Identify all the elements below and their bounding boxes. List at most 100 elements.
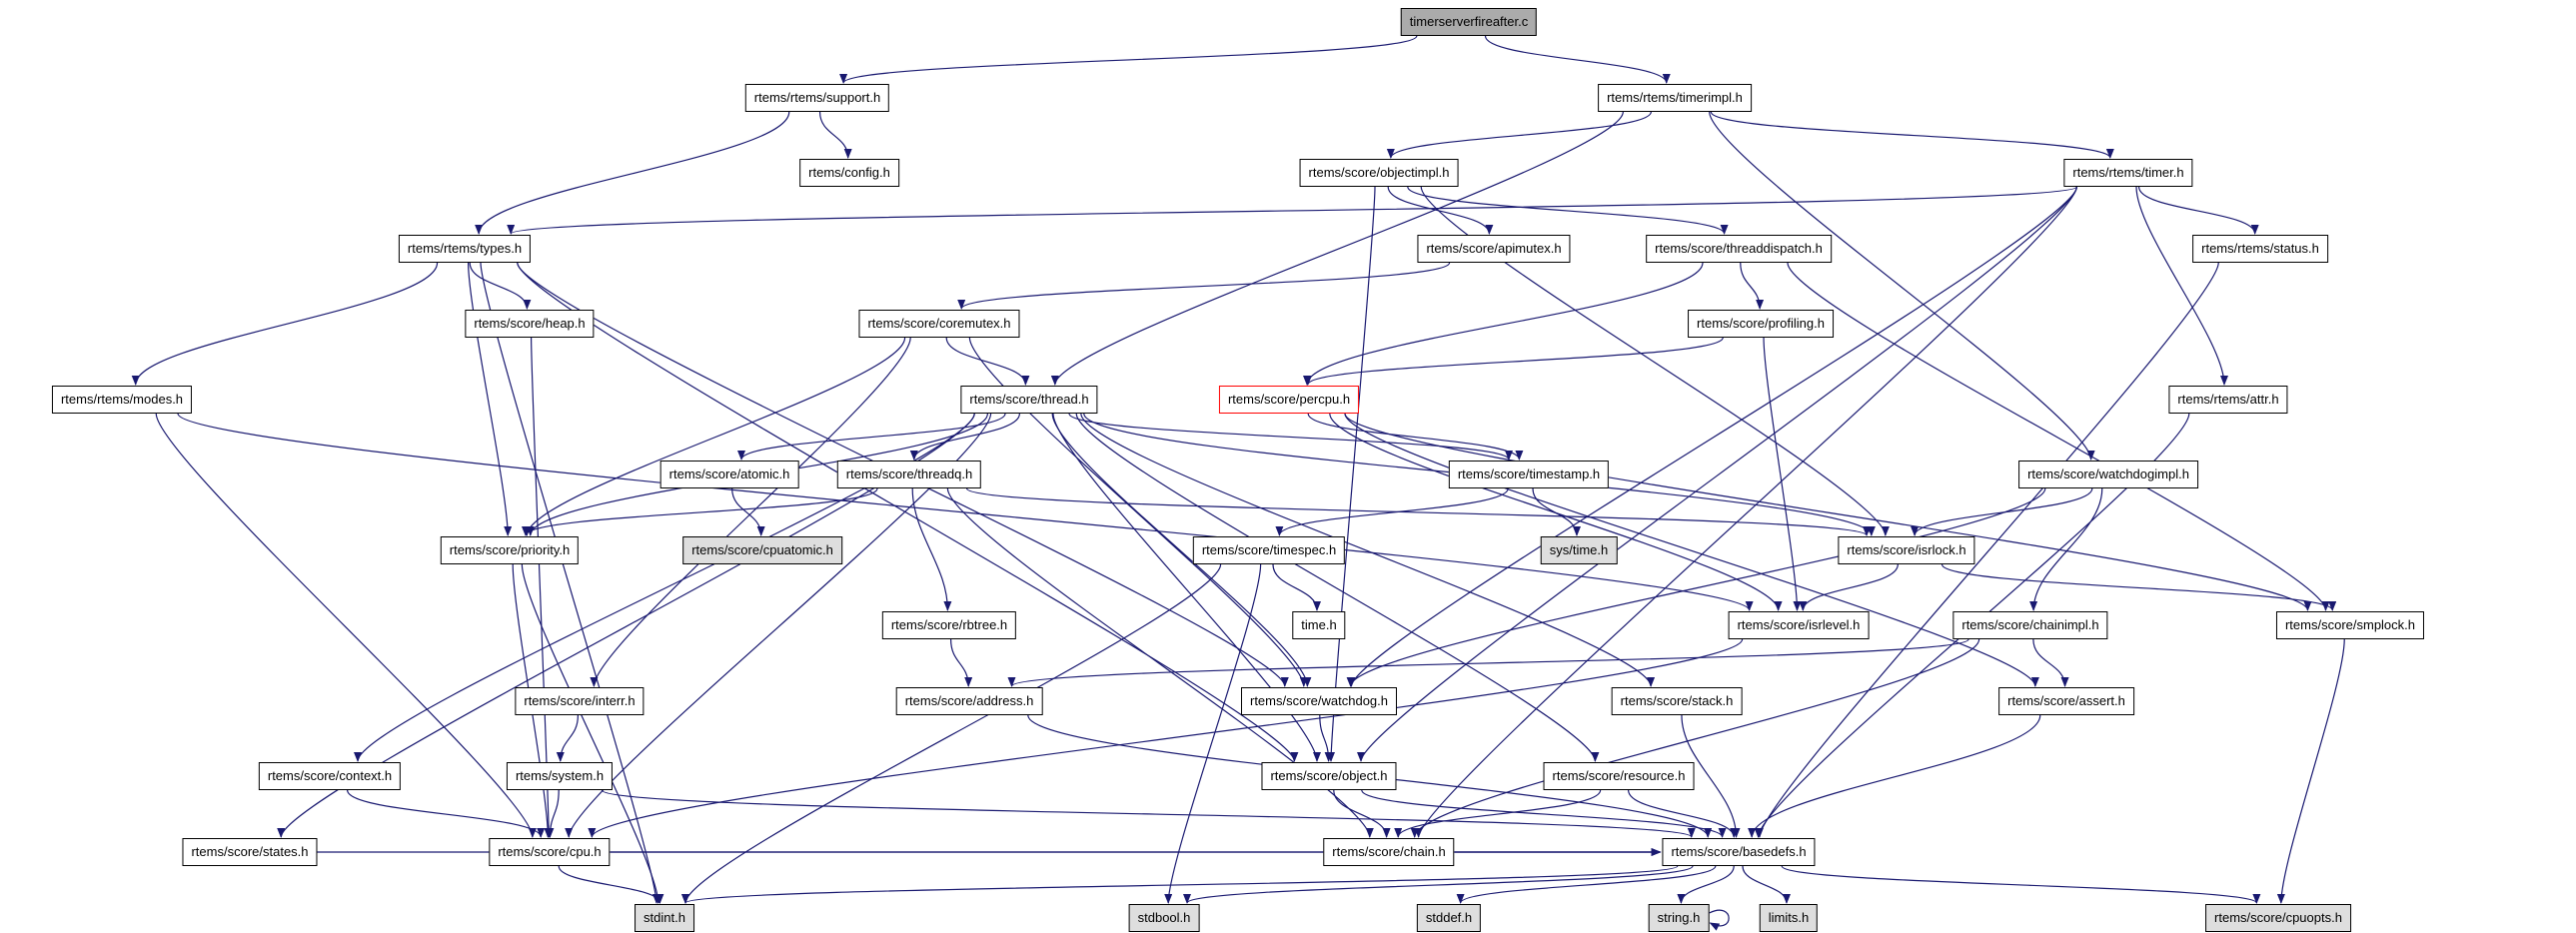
include-edge — [590, 337, 911, 687]
include-edge — [1755, 262, 2219, 838]
graph-node-rtems-score-isrlock-h[interactable]: rtems/score/isrlock.h — [1838, 536, 1975, 564]
graph-node-rtems-rtems-types-h[interactable]: rtems/rtems/types.h — [398, 235, 532, 263]
graph-node-rtems-score-states-h[interactable]: rtems/score/states.h — [182, 838, 318, 866]
include-edge — [517, 262, 1299, 762]
graph-node-rtems-score-watchdog-h[interactable]: rtems/score/watchdog.h — [1240, 687, 1398, 715]
include-edge — [1787, 262, 2330, 611]
include-edge — [1164, 563, 1262, 904]
include-edge — [1075, 413, 1600, 762]
graph-node-rtems-score-atomic-h[interactable]: rtems/score/atomic.h — [659, 461, 799, 488]
graph-node-rtems-score-timestamp-h[interactable]: rtems/score/timestamp.h — [1448, 461, 1610, 488]
graph-node-rtems-rtems-attr-h[interactable]: rtems/rtems/attr.h — [2168, 386, 2288, 414]
include-edge — [1346, 487, 2046, 687]
graph-node-rtems-score-address-h[interactable]: rtems/score/address.h — [895, 687, 1043, 715]
include-edge — [1940, 563, 2337, 611]
include-edge — [1327, 186, 1376, 762]
graph-node-rtems-score-object-h[interactable]: rtems/score/object.h — [1261, 762, 1397, 790]
graph-node-rtems-score-rbtree-h[interactable]: rtems/score/rbtree.h — [881, 611, 1017, 639]
graph-node-rtems-score-cpu-h[interactable]: rtems/score/cpu.h — [489, 838, 611, 866]
graph-node-rtems-score-basedefs-h[interactable]: rtems/score/basedefs.h — [1662, 838, 1816, 866]
include-edge — [1386, 111, 1652, 159]
include-edge — [1628, 789, 1739, 838]
graph-node-rtems-score-isrlevel-h[interactable]: rtems/score/isrlevel.h — [1728, 611, 1870, 639]
graph-node-rtems-score-chainimpl-h[interactable]: rtems/score/chainimpl.h — [1952, 611, 2108, 639]
graph-node-rtems-score-profiling-h[interactable]: rtems/score/profiling.h — [1688, 310, 1834, 338]
include-edge — [2032, 638, 2069, 687]
include-edge — [1709, 111, 2095, 461]
include-edge — [556, 714, 579, 762]
graph-node-rtems-score-timespec-h[interactable]: rtems/score/timespec.h — [1192, 536, 1346, 564]
include-edge — [1344, 413, 2039, 687]
graph-node-rtems-rtems-timerimpl-h[interactable]: rtems/rtems/timerimpl.h — [1598, 84, 1752, 112]
include-edge — [475, 111, 790, 235]
include-edge — [588, 638, 1744, 838]
include-edge — [1333, 789, 1391, 838]
include-edge — [546, 789, 560, 838]
include-edge — [1710, 111, 2114, 159]
include-edge — [681, 563, 1222, 904]
graph-node-rtems-score-stack-h[interactable]: rtems/score/stack.h — [1611, 687, 1743, 715]
include-edge — [966, 487, 1871, 536]
include-edge — [1781, 865, 2261, 904]
graph-node-rtems-rtems-status-h[interactable]: rtems/rtems/status.h — [2192, 235, 2328, 263]
graph-node-rtems-score-threaddispatch-h[interactable]: rtems/score/threaddispatch.h — [1646, 235, 1832, 263]
include-edge — [523, 337, 906, 536]
include-edge — [1407, 186, 1729, 235]
include-edge — [521, 563, 662, 904]
include-edge — [1052, 413, 1321, 762]
include-edge — [468, 262, 513, 536]
graph-node-rtems-score-resource-h[interactable]: rtems/score/resource.h — [1543, 762, 1695, 790]
include-edge — [601, 789, 1696, 838]
graph-node-rtems-score-thread-h[interactable]: rtems/score/thread.h — [960, 386, 1098, 414]
graph-node-rtems-score-priority-h[interactable]: rtems/score/priority.h — [440, 536, 580, 564]
include-edge — [1414, 186, 2077, 838]
include-edge — [1709, 909, 1730, 931]
graph-node-rtems-rtems-modes-h[interactable]: rtems/rtems/modes.h — [51, 386, 193, 414]
graph-node-rtems-rtems-timer-h[interactable]: rtems/rtems/timer.h — [2063, 159, 2193, 187]
include-edge — [1357, 186, 2077, 762]
include-edge — [1410, 638, 1980, 838]
graph-node-rtems-config-h[interactable]: rtems/config.h — [799, 159, 899, 187]
include-edge — [531, 337, 554, 838]
graph-node-rtems-score-coremutex-h[interactable]: rtems/score/coremutex.h — [858, 310, 1020, 338]
include-edge — [1183, 865, 1694, 904]
include-edge — [1051, 413, 1312, 687]
graph-node-time-h[interactable]: time.h — [1292, 611, 1346, 639]
graph-node-rtems-score-cpuatomic-h: rtems/score/cpuatomic.h — [682, 536, 842, 564]
graph-node-rtems-score-apimutex-h[interactable]: rtems/score/apimutex.h — [1417, 235, 1571, 263]
include-edge — [1347, 186, 2077, 687]
include-edge — [1456, 865, 1717, 904]
graph-node-rtems-score-watchdogimpl-h[interactable]: rtems/score/watchdogimpl.h — [2018, 461, 2198, 488]
include-edge — [354, 413, 975, 762]
graph-node-rtems-score-threadq-h[interactable]: rtems/score/threadq.h — [836, 461, 982, 488]
include-edge — [737, 413, 1006, 461]
include-edge — [1911, 487, 2093, 536]
graph-node-rtems-score-objectimpl-h[interactable]: rtems/score/objectimpl.h — [1299, 159, 1459, 187]
graph-node-rtems-score-assert-h[interactable]: rtems/score/assert.h — [1998, 687, 2134, 715]
include-edge — [2137, 186, 2259, 235]
include-edge — [946, 487, 1374, 838]
include-edge — [957, 262, 1451, 310]
include-edge — [1344, 413, 2312, 611]
include-edge — [1275, 487, 1509, 536]
graph-node-rtems-rtems-support-h[interactable]: rtems/rtems/support.h — [744, 84, 890, 112]
include-edge — [945, 337, 1030, 386]
include-edge — [2276, 638, 2345, 904]
include-edge — [1319, 714, 1333, 762]
graph-node-rtems-score-cpuopts-h: rtems/score/cpuopts.h — [2205, 904, 2351, 932]
include-edge — [731, 487, 765, 536]
graph-node-rtems-score-heap-h[interactable]: rtems/score/heap.h — [465, 310, 595, 338]
include-edge — [469, 262, 532, 310]
include-edge — [681, 865, 1679, 904]
include-edge — [1307, 413, 1524, 461]
graph-node-rtems-system-h[interactable]: rtems/system.h — [506, 762, 614, 790]
graph-node-rtems-score-chain-h[interactable]: rtems/score/chain.h — [1323, 838, 1455, 866]
graph-node-rtems-score-context-h[interactable]: rtems/score/context.h — [258, 762, 402, 790]
include-edge — [839, 35, 1418, 84]
include-edge — [1677, 865, 1735, 904]
graph-node-rtems-score-interr-h[interactable]: rtems/score/interr.h — [515, 687, 644, 715]
graph-node-rtems-score-percpu-h[interactable]: rtems/score/percpu.h — [1218, 386, 1360, 414]
graph-node-rtems-score-smplock-h[interactable]: rtems/score/smplock.h — [2275, 611, 2425, 639]
include-edge — [155, 413, 537, 838]
include-edge — [1272, 563, 1321, 611]
